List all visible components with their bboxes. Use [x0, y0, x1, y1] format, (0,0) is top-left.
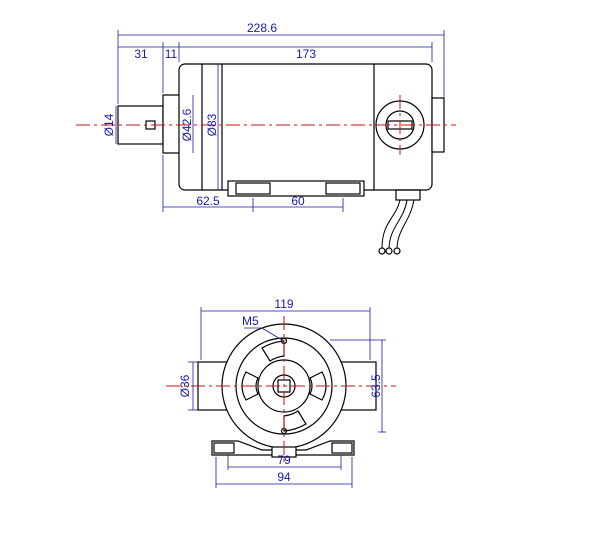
dim-overall-length: 228.6 — [247, 21, 277, 35]
vent-window — [261, 340, 285, 362]
dim-width: 119 — [274, 297, 293, 311]
dim-shaft-dia: Ø14 — [102, 113, 116, 136]
dim-body-dia: Ø83 — [205, 113, 219, 136]
wire-terminal — [393, 247, 401, 255]
dim-shaft-length: 31 — [134, 47, 148, 61]
foot-pad-left — [235, 182, 271, 195]
wire-terminal — [385, 247, 393, 255]
end-view-dimensions: 119 M5 Ø36 63.5 79 94 — [178, 297, 386, 488]
dim-foot-spacing: 60 — [291, 194, 305, 208]
lead-wire — [396, 199, 415, 249]
dim-body-length: 173 — [296, 47, 316, 61]
lead-wire — [388, 199, 408, 249]
dim-thread: M5 — [242, 314, 259, 328]
side-view — [76, 63, 456, 255]
base-pad-left — [213, 442, 235, 454]
foot-pad-right — [325, 182, 361, 195]
vent-window — [241, 371, 259, 401]
dim-foot-offset: 62.5 — [196, 194, 220, 208]
lead-wire — [381, 199, 401, 249]
wire-terminal — [378, 247, 386, 255]
dim-flange: 11 — [165, 47, 178, 61]
dim-boss-dia: Ø36 — [178, 374, 192, 397]
base-pad-right — [331, 442, 353, 454]
end-view — [166, 316, 396, 462]
dim-hole-spacing: 79 — [277, 453, 291, 467]
dim-base-width: 94 — [277, 470, 291, 484]
wire-gland — [395, 189, 421, 201]
dim-height: 63.5 — [369, 374, 383, 398]
side-view-dimensions: 228.6 31 11 173 Ø14 Ø42.6 Ø83 62.5 60 — [102, 21, 445, 212]
dim-flange-dia: Ø42.6 — [180, 108, 194, 141]
mounting-base — [211, 440, 355, 456]
vent-window — [309, 371, 327, 401]
dim-line-thread-leader — [261, 327, 283, 341]
flange — [162, 94, 181, 154]
mounting-foot — [227, 180, 365, 197]
